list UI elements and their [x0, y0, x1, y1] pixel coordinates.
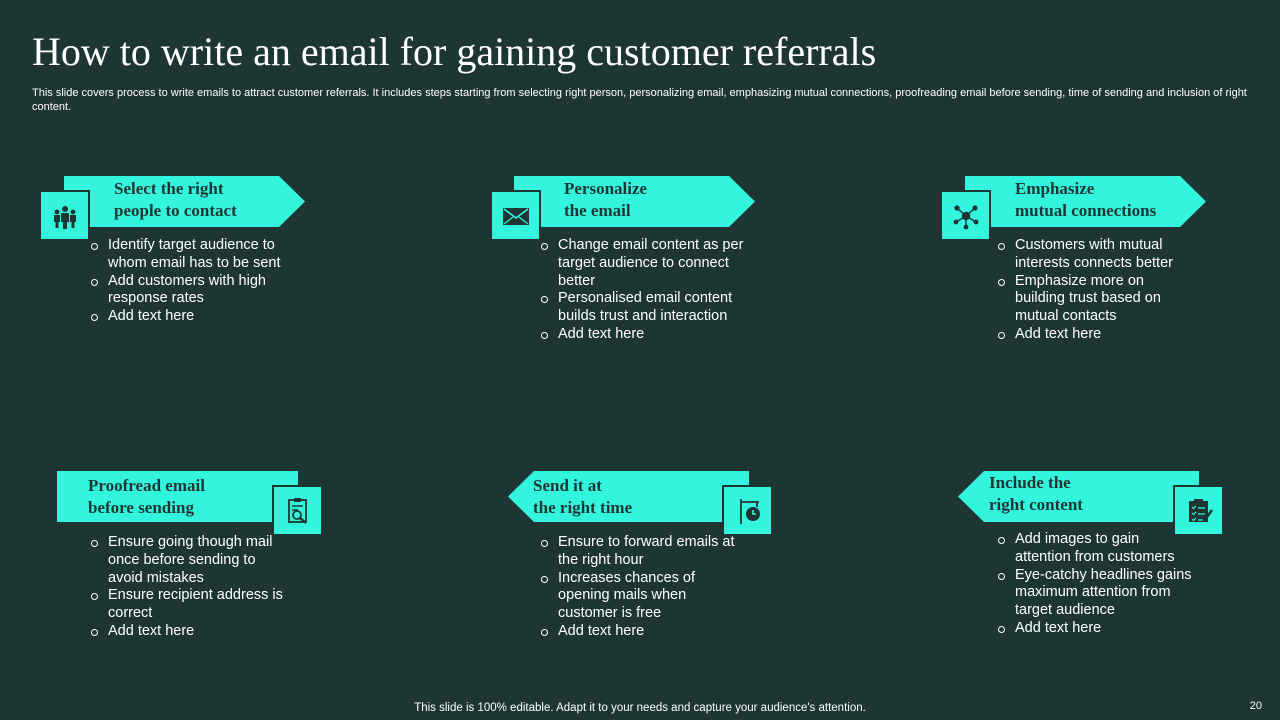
- step-points: Change email content as per target audie…: [540, 237, 745, 344]
- step-points: Identify target audience to whom email h…: [90, 237, 295, 326]
- list-item: Eye-catchy headlines gains maximum atten…: [997, 567, 1197, 620]
- list-item: Identify target audience to whom email h…: [90, 237, 295, 273]
- step-title-line-2: the email: [564, 201, 631, 220]
- slide-title: How to write an email for gaining custom…: [32, 29, 877, 74]
- step-points: Ensure to forward emails at the right ho…: [540, 534, 745, 641]
- page-number: 20: [1249, 700, 1262, 712]
- step-banner: Emphasize mutual connections: [965, 176, 1206, 227]
- list-item: Ensure going though mail once before sen…: [90, 534, 290, 587]
- list-item: Add customers with high response rates: [90, 273, 295, 309]
- step-title-line-1: Personalize: [564, 179, 648, 198]
- list-item: Add text here: [540, 623, 745, 641]
- list-item: Add images to gain attention from custom…: [997, 531, 1197, 567]
- envelope-icon: [490, 190, 541, 241]
- list-item: Add text here: [997, 620, 1197, 638]
- list-item: Customers with mutual interests connects…: [997, 237, 1197, 273]
- step-banner: Proofread email before sending: [57, 471, 298, 522]
- list-item: Add text here: [90, 623, 290, 641]
- step-points: Ensure going though mail once before sen…: [90, 534, 290, 641]
- step-banner: Personalize the email: [514, 176, 755, 227]
- step-points: Add images to gain attention from custom…: [997, 531, 1197, 638]
- step-title-line-2: mutual connections: [1015, 201, 1157, 220]
- step-title-line-1: Proofread email: [88, 476, 205, 495]
- list-item: Increases chances of opening mails when …: [540, 570, 745, 623]
- list-item: Ensure to forward emails at the right ho…: [540, 534, 745, 570]
- step-title-line-1: Emphasize: [1015, 179, 1095, 198]
- step-banner: Send it at the right time: [508, 471, 749, 522]
- list-item: Add text here: [90, 308, 295, 326]
- list-item: Add text here: [997, 326, 1197, 344]
- step-banner: Include the right content: [958, 471, 1199, 522]
- step-title-line-2: people to contact: [114, 201, 237, 220]
- list-item: Add text here: [540, 326, 745, 344]
- list-item: Emphasize more on building trust based o…: [997, 273, 1197, 326]
- step-title-line-2: right content: [989, 495, 1083, 514]
- list-item: Personalised email content builds trust …: [540, 290, 745, 326]
- step-title-line-1: Include the: [989, 473, 1071, 492]
- slide-subtitle: This slide covers process to write email…: [32, 87, 1247, 113]
- network-icon: [940, 190, 991, 241]
- step-title-line-2: before sending: [88, 498, 194, 517]
- step-title-line-2: the right time: [533, 498, 633, 517]
- clock-sign-icon: [722, 485, 773, 536]
- step-title-line-1: Send it at: [533, 476, 602, 495]
- document-magnifier-icon: [272, 485, 323, 536]
- footer-note: This slide is 100% editable. Adapt it to…: [414, 702, 866, 714]
- checklist-icon: [1173, 485, 1224, 536]
- step-title-line-1: Select the right: [114, 179, 224, 198]
- step-banner: Select the right people to contact: [64, 176, 305, 227]
- people-group-icon: [39, 190, 90, 241]
- list-item: Change email content as per target audie…: [540, 237, 745, 290]
- list-item: Ensure recipient address is correct: [90, 587, 290, 623]
- step-points: Customers with mutual interests connects…: [997, 237, 1197, 344]
